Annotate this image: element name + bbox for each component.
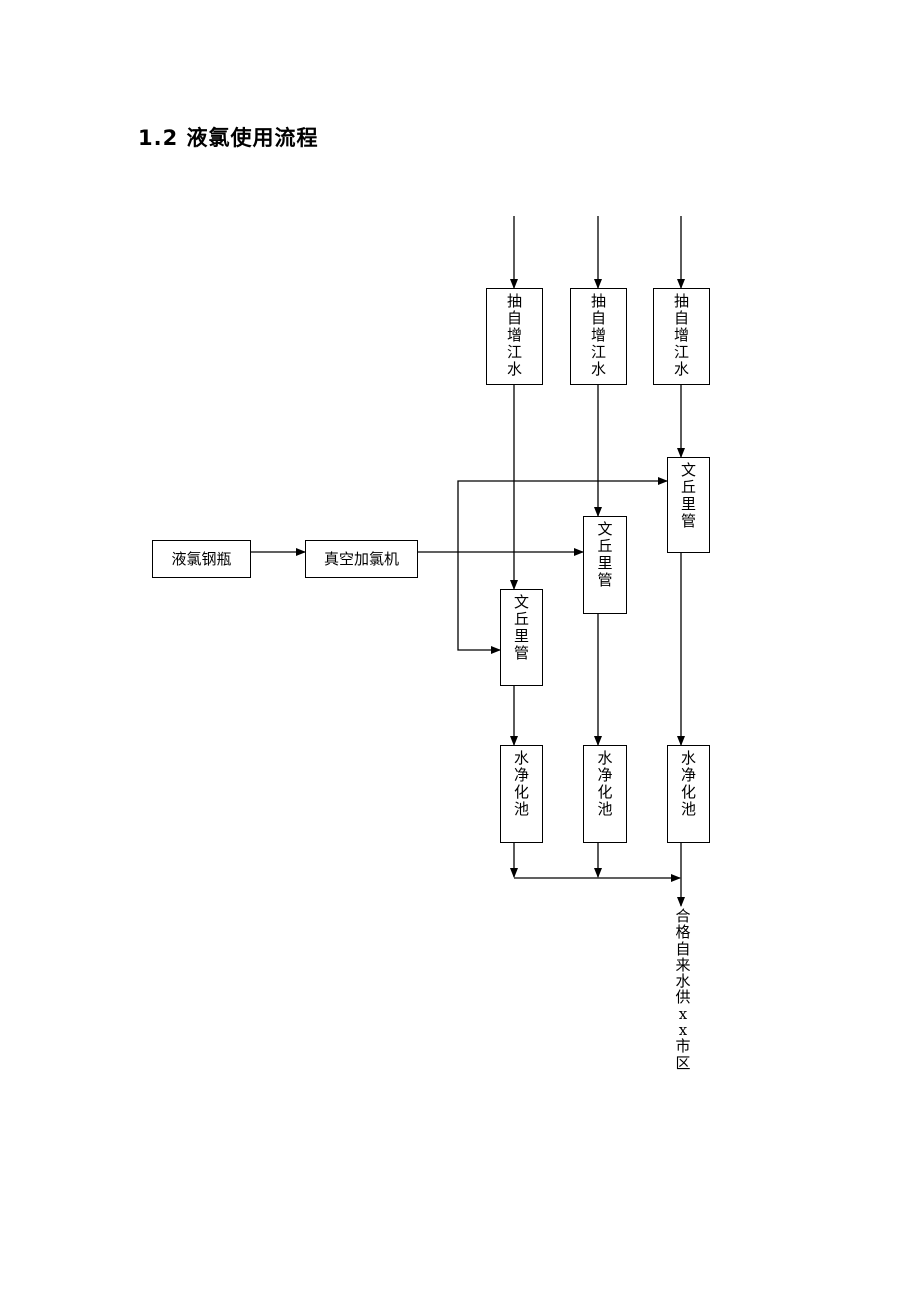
liquid-chlorine-cylinder-label: 液氯钢瓶 bbox=[171, 549, 232, 568]
purification-pool-label-2: 水净化池 bbox=[597, 749, 613, 818]
venturi-box-2: 文丘里管 bbox=[583, 516, 627, 614]
intake-box-2: 抽自增江水 bbox=[570, 288, 627, 385]
venturi-box-3: 文丘里管 bbox=[667, 457, 710, 553]
chlorine-branch-to-venturi-3 bbox=[457, 477, 668, 552]
intake-label-1: 抽自增江水 bbox=[506, 292, 522, 378]
intake-label-3: 抽自增江水 bbox=[673, 292, 689, 378]
venturi-box-1: 文丘里管 bbox=[500, 589, 543, 686]
venturi-label-2: 文丘里管 bbox=[597, 520, 613, 589]
output-label: 合格自来水供xx市区 bbox=[675, 908, 691, 1071]
venturi-label-3: 文丘里管 bbox=[680, 461, 696, 530]
liquid-chlorine-cylinder-box: 液氯钢瓶 bbox=[152, 540, 251, 578]
purification-pool-label-1: 水净化池 bbox=[513, 749, 529, 818]
vacuum-chlorinator-label: 真空加氯机 bbox=[323, 549, 399, 568]
page-heading: 1.2 液氯使用流程 bbox=[138, 126, 319, 150]
purification-pool-box-3: 水净化池 bbox=[667, 745, 710, 843]
intake-box-3: 抽自增江水 bbox=[653, 288, 710, 385]
chlorine-branch-to-venturi-1 bbox=[457, 552, 501, 654]
purification-pool-label-3: 水净化池 bbox=[680, 749, 696, 818]
purification-pool-box-2: 水净化池 bbox=[583, 745, 627, 843]
venturi-label-1: 文丘里管 bbox=[513, 593, 529, 662]
intake-box-1: 抽自增江水 bbox=[486, 288, 543, 385]
purification-pool-box-1: 水净化池 bbox=[500, 745, 543, 843]
output-label-text: 合格自来水供xx市区 bbox=[675, 907, 691, 1072]
intake-label-2: 抽自增江水 bbox=[590, 292, 606, 378]
vacuum-chlorinator-box: 真空加氯机 bbox=[305, 540, 418, 578]
